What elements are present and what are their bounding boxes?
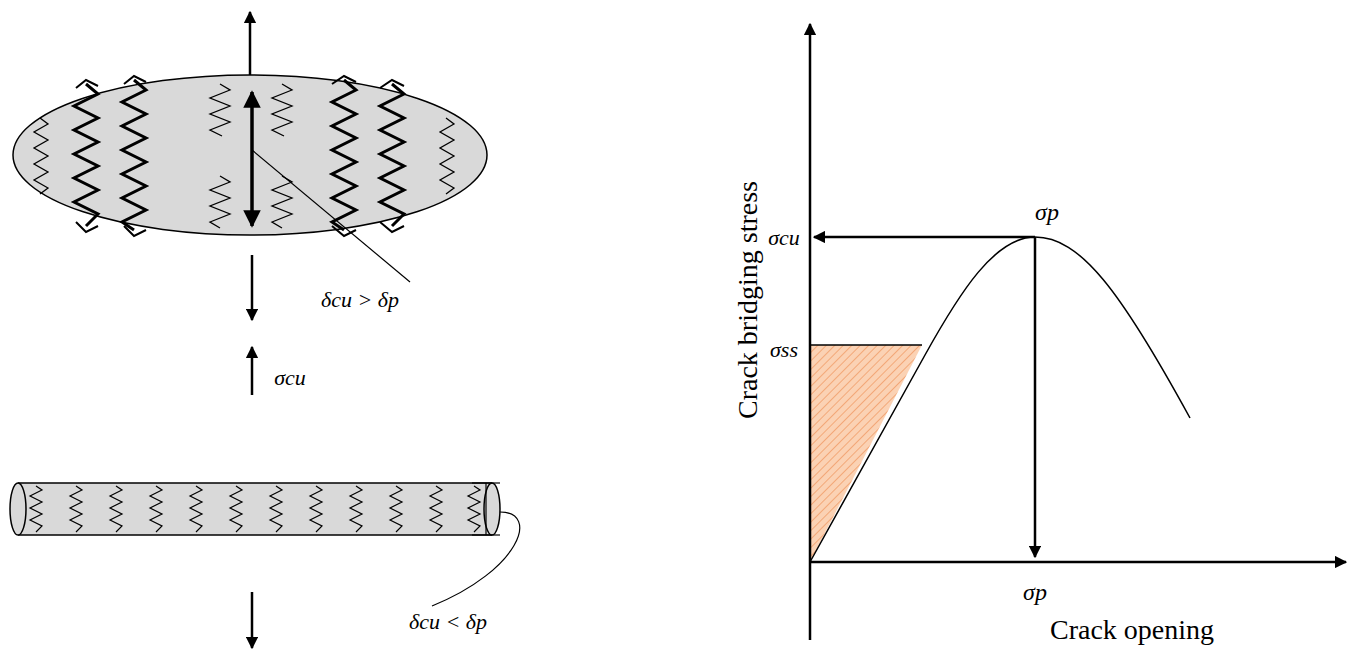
thin-crack-cylinder — [10, 483, 500, 535]
leader-line — [252, 150, 410, 282]
bridging-chart — [810, 24, 1346, 640]
axis-title: Crack bridging stress — [734, 181, 762, 419]
tick-label: σp — [1023, 580, 1047, 604]
opening-arrow — [250, 92, 254, 226]
load-arrow — [249, 12, 252, 80]
axis-title: Crack opening — [1050, 616, 1214, 644]
tick-label: σcu — [768, 227, 800, 249]
fiber-springs — [74, 80, 404, 230]
crack-ellipse — [13, 75, 487, 235]
delta-label: δcu < δp — [409, 611, 487, 633]
delta-label: δcu > δp — [321, 289, 399, 311]
dimension-bracket — [432, 483, 520, 606]
stress-label: σcu — [274, 367, 306, 389]
peak-label: σp — [1035, 200, 1059, 224]
tick-label: σss — [770, 339, 798, 361]
